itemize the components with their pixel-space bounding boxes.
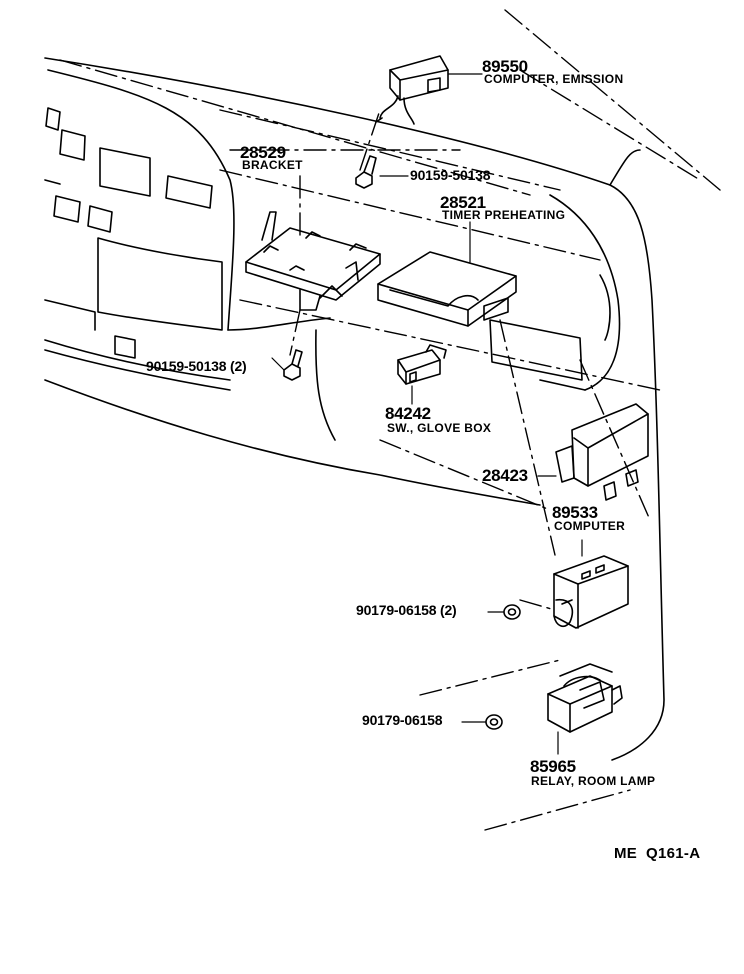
computer-drawing (553, 555, 629, 629)
label-28423-number: 28423 (482, 466, 528, 485)
label-84242-name: SW., GLOVE BOX (387, 421, 492, 435)
computer-bracket-drawing (555, 403, 649, 501)
label-89533-number: 89533 (552, 503, 598, 522)
label-bolt-lower: 90159-50138 (2) (146, 358, 247, 374)
relay-room-lamp-drawing (547, 663, 623, 733)
bolt-drawings (283, 155, 377, 381)
label-89550-number: 89550 (482, 57, 528, 76)
dashboard-openings (44, 107, 583, 381)
label-84242-number: 84242 (385, 404, 431, 423)
label-28521-number: 28521 (440, 193, 486, 212)
label-nut-pair: 90179-06158 (2) (356, 602, 457, 618)
label-85965-number: 85965 (530, 757, 576, 776)
label-85965-name: RELAY, ROOM LAMP (531, 774, 656, 788)
bracket-drawing (245, 211, 381, 311)
nut-drawings (485, 604, 521, 730)
label-89533-name: COMPUTER (554, 519, 626, 533)
label-28521-name: TIMER PREHEATING (442, 208, 566, 222)
label-89550-name: COMPUTER, EMISSION (484, 72, 624, 86)
dash-dot-leaders (59, 9, 721, 831)
glove-box-switch-drawing (397, 344, 447, 385)
label-nut-single: 90179-06158 (362, 712, 443, 728)
label-28529-name: BRACKET (242, 158, 303, 172)
label-28529-number: 28529 (240, 143, 286, 162)
timer-preheating-drawing (377, 251, 517, 327)
label-bolt-upper: 90159-50138 (410, 167, 491, 183)
diagram-code: ME Q161-A (614, 845, 701, 862)
computer-emission-drawing (375, 55, 449, 125)
instrument-panel-outline (44, 57, 665, 761)
label-leaders (271, 73, 583, 755)
